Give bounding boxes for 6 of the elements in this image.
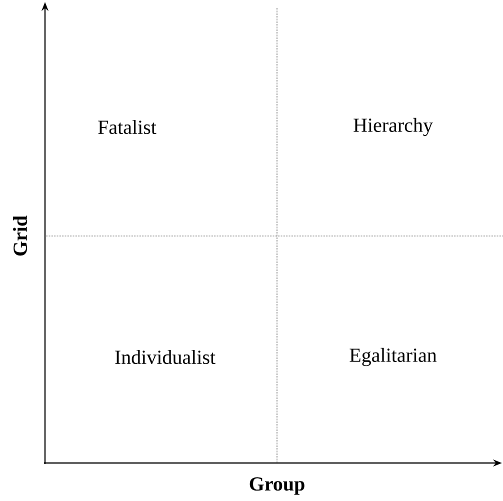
axis-label: Group [250, 477, 304, 495]
axis-label: Grid [12, 216, 28, 256]
quadrant-label: Egalitarian [350, 348, 437, 366]
quadrant-label: Individualist [115, 350, 216, 364]
quadrant-label: Fatalist [98, 120, 156, 134]
quadrant-label: Hierarchy [354, 118, 433, 136]
